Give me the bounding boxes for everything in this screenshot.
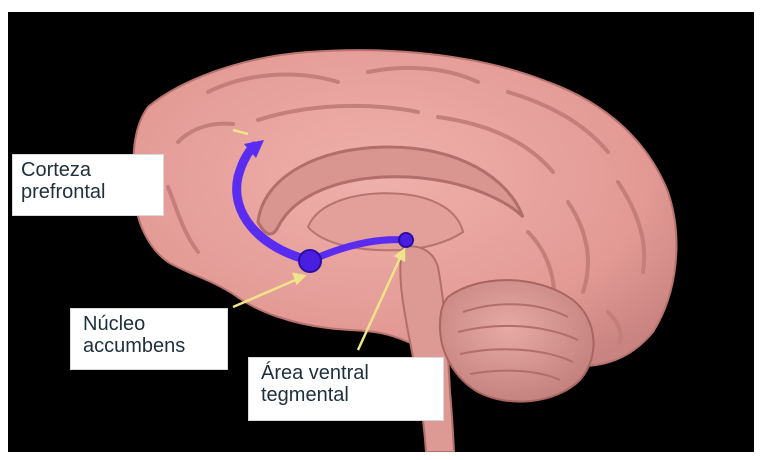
label-area-line1: Área ventral bbox=[261, 362, 435, 384]
cerebellum bbox=[440, 280, 594, 401]
vta-node bbox=[399, 233, 413, 247]
label-nucleo-line1: Núcleo bbox=[83, 313, 219, 335]
image-frame: Corteza prefrontal Núcleo accumbens Área… bbox=[8, 12, 754, 452]
label-corteza-prefrontal: Corteza prefrontal bbox=[12, 154, 164, 216]
label-area-ventral-tegmental: Área ventral tegmental bbox=[248, 357, 444, 421]
label-corteza-line1: Corteza bbox=[21, 159, 155, 181]
label-area-line2: tegmental bbox=[261, 384, 435, 406]
label-nucleo-line2: accumbens bbox=[83, 335, 219, 357]
nucleus-accumbens-node bbox=[299, 250, 321, 272]
label-corteza-line2: prefrontal bbox=[21, 181, 155, 203]
label-nucleo-accumbens: Núcleo accumbens bbox=[70, 308, 228, 370]
